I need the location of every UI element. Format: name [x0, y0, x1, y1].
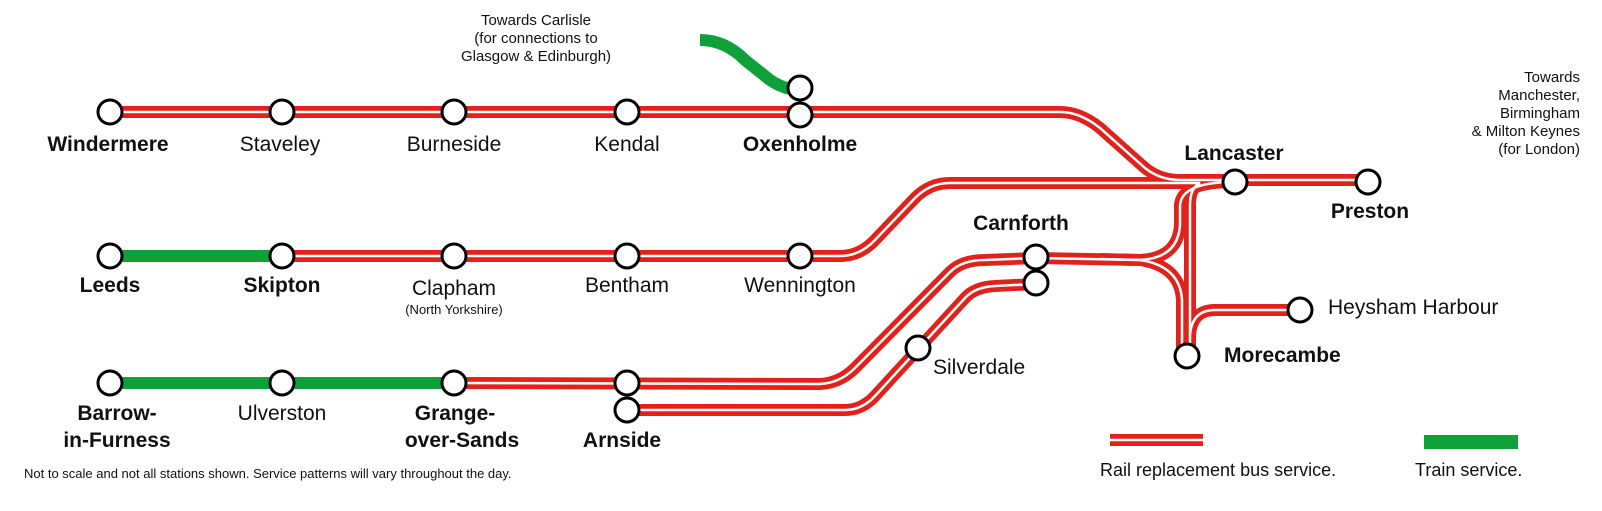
note-line: Glasgow & Edinburgh) [460, 48, 612, 65]
station-marker [96, 98, 124, 126]
station-label-skipton: Skipton [243, 274, 321, 297]
station-label-barrow-2: in-Furness [63, 429, 171, 452]
footnote: Not to scale and not all stations shown.… [24, 466, 512, 481]
station-marker [440, 98, 468, 126]
station-label-grange-2: over-Sands [404, 429, 520, 452]
row2-line [282, 177, 1204, 350]
station-label-oxenholme: Oxenholme [742, 133, 858, 156]
station-marker [96, 369, 124, 397]
station-label-heysham-harbour: Heysham Harbour [1328, 296, 1499, 319]
station-label-staveley: Staveley [239, 133, 321, 156]
note-line: Manchester, [1498, 87, 1580, 104]
station-label-kendal: Kendal [594, 133, 660, 156]
station-label-bentham: Bentham [584, 274, 670, 297]
carnforth-morecambe-center [1099, 257, 1184, 356]
legend-train-label: Train service. [1415, 460, 1523, 480]
row3-lower-center [627, 282, 1037, 412]
station-marker [786, 242, 814, 270]
note-line: (for London) [1498, 141, 1580, 158]
heysham-branch [1184, 304, 1300, 336]
station-marker [1286, 296, 1314, 324]
station-marker [268, 369, 296, 397]
station-label-windermere: Windermere [47, 133, 169, 156]
station-label-preston: Preston [1330, 200, 1410, 223]
station-marker [904, 334, 932, 362]
legend-bus-label: Rail replacement bus service. [1100, 460, 1337, 480]
towards-manchester-note: Towards Manchester, Birmingham & Milton … [1420, 69, 1580, 159]
station-marker [613, 98, 641, 126]
station-marker [1022, 269, 1050, 297]
station-label-grange-1: Grange- [414, 402, 496, 425]
station-marker [268, 98, 296, 126]
station-label-leeds: Leeds [79, 274, 141, 297]
note-line: & Milton Keynes [1471, 123, 1580, 140]
station-label-lancaster: Lancaster [1184, 142, 1284, 165]
carnforth-lancaster-center [1035, 180, 1231, 262]
station-marker [1173, 342, 1201, 370]
station-marker [1022, 243, 1050, 271]
row2-line-center [282, 181, 1201, 350]
station-marker [440, 369, 468, 397]
station-label-burneside: Burneside [406, 133, 502, 156]
note-line: Towards [1524, 69, 1580, 86]
station-marker [1221, 168, 1249, 196]
station-label-barrow-1: Barrow- [77, 402, 157, 425]
row3-upper-center [453, 256, 1037, 386]
station-label-wennington: Wennington [744, 274, 856, 297]
station-marker [1354, 168, 1382, 196]
station-sublabel-clapham: (North Yorkshire) [405, 302, 503, 317]
row3-lower [627, 278, 1037, 416]
station-label-silverdale: Silverdale [933, 356, 1026, 379]
carlisle-train [699, 34, 801, 96]
station-marker [440, 242, 468, 270]
station-label-carnforth: Carnforth [973, 212, 1069, 235]
station-marker [96, 242, 124, 270]
station-marker [268, 242, 296, 270]
note-line: Towards Carlisle [480, 12, 592, 29]
station-marker [786, 74, 814, 102]
row1-line-center [110, 110, 1368, 182]
station-marker [613, 242, 641, 270]
station-label-clapham: Clapham [411, 277, 497, 300]
station-label-arnside: Arnside [582, 429, 662, 452]
note-line: Birmingham [1499, 105, 1580, 122]
station-label-ulverston: Ulverston [237, 402, 327, 425]
station-marker [613, 369, 641, 397]
station-marker [786, 101, 814, 129]
note-line: (for connections to [474, 30, 598, 47]
heysham-branch-center [1188, 308, 1300, 336]
station-label-morecambe: Morecambe [1224, 344, 1341, 367]
towards-carlisle-note: Towards Carlisle (for connections to Gla… [436, 12, 636, 66]
station-marker [613, 396, 641, 424]
